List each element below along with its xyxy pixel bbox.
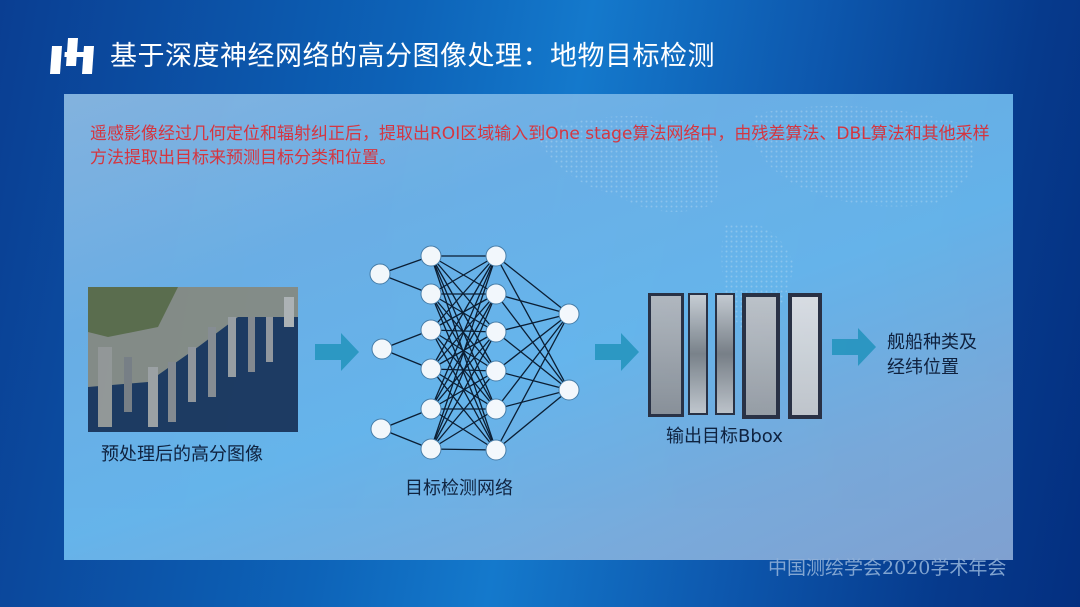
satellite-harbor-image	[88, 287, 298, 432]
right-arrow-icon	[315, 333, 359, 371]
result-label-line2: 经纬位置	[887, 357, 959, 378]
intro-text: 遥感影像经过几何定位和辐射纠正后，提取出ROI区域输入到One stage算法网…	[90, 124, 990, 168]
input-image-label: 预处理后的高分图像	[101, 444, 263, 465]
ship-crops	[648, 293, 822, 419]
result-label-line1: 舰船种类及	[887, 332, 977, 353]
ship-crop	[742, 293, 780, 419]
ship-crop	[788, 293, 822, 419]
neural-network-diagram	[369, 245, 580, 461]
conference-footer: 中国测绘学会2020学术年会	[768, 557, 1007, 579]
bars-logo-icon	[50, 38, 94, 74]
ship-crop	[715, 293, 735, 415]
right-arrow-icon	[595, 333, 639, 371]
right-arrow-icon	[832, 328, 876, 366]
ship-crop	[648, 293, 684, 417]
ship-crop	[688, 293, 708, 415]
bbox-label: 输出目标Bbox	[666, 426, 783, 447]
slide-title: 基于深度神经网络的高分图像处理：地物目标检测	[110, 41, 715, 72]
network-label: 目标检测网络	[405, 478, 513, 499]
content-panel: 遥感影像经过几何定位和辐射纠正后，提取出ROI区域输入到One stage算法网…	[64, 94, 1013, 560]
